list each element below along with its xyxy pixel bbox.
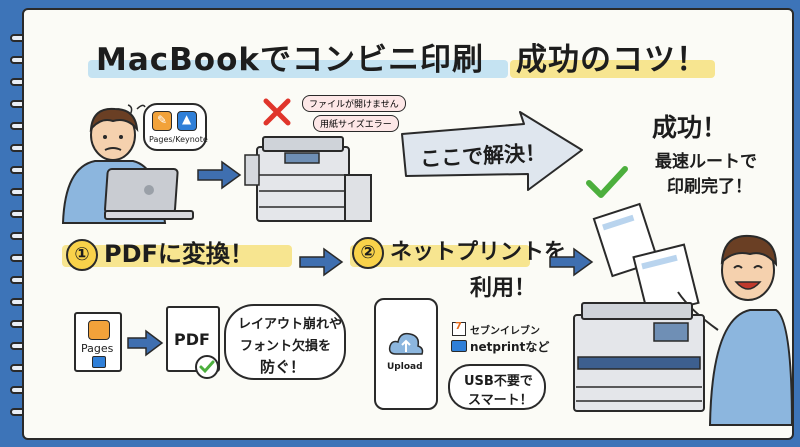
step1-highlight bbox=[62, 245, 292, 267]
pages-app-icon: ✎ bbox=[152, 111, 172, 131]
netprint-benefit-line2: スマート！ bbox=[468, 393, 533, 408]
app-icons-bubble: ✎ ▲ Pages/Keynote bbox=[143, 103, 208, 151]
error-tag-paper: 用紙サイズエラー bbox=[313, 115, 399, 132]
pdf-benefit-bubble: レイアウト崩れや フォント欠損を 防ぐ！ bbox=[224, 304, 346, 380]
success-line-1: 最速ルートで bbox=[655, 152, 757, 172]
office-printer-illustration bbox=[244, 136, 372, 222]
arrow-right-icon bbox=[127, 329, 164, 357]
worried-person-illustration bbox=[61, 104, 194, 224]
big-solution-arrow bbox=[401, 111, 583, 191]
step2-highlight bbox=[350, 245, 530, 267]
netprint-benefit-bubble: USB不要で スマート！ bbox=[448, 364, 546, 410]
pdf-benefit-line2: フォント欠損を bbox=[240, 339, 332, 354]
pdf-label: PDF bbox=[174, 330, 210, 349]
app-names-label: Pages/Keynote bbox=[149, 135, 208, 144]
step1-number-badge: ① bbox=[66, 239, 98, 271]
happy-person-illustration bbox=[592, 202, 794, 426]
pages-document-icon: Pages bbox=[74, 312, 122, 372]
page-title: MacBookでコンビニ印刷 bbox=[96, 42, 484, 78]
service-netprint: netprintなど bbox=[470, 340, 550, 354]
pdf-benefit-line1: レイアウト崩れや bbox=[238, 317, 343, 332]
cloud-upload-icon bbox=[388, 332, 424, 355]
title-highlight-blue bbox=[88, 60, 508, 78]
printer-small-icon bbox=[451, 340, 467, 352]
arrow-right-icon bbox=[549, 247, 594, 277]
error-tag-file: ファイルが開けません bbox=[302, 95, 406, 112]
seven-eleven-icon: 7 bbox=[452, 321, 466, 336]
upload-label: Upload bbox=[387, 362, 423, 372]
smartphone-illustration: Upload bbox=[374, 298, 438, 410]
keynote-app-icon: ▲ bbox=[177, 111, 197, 131]
service-seven-eleven: セブンイレブン bbox=[470, 326, 540, 337]
step2-number-badge: ② bbox=[352, 237, 384, 269]
pdf-benefit-line3: 防ぐ！ bbox=[260, 358, 306, 376]
error-cross-icon bbox=[263, 98, 291, 126]
convenience-store-printer bbox=[573, 302, 705, 412]
arrow-right-icon bbox=[299, 247, 344, 277]
step1-label: PDFに変換！ bbox=[104, 240, 254, 268]
success-line-2: 印刷完了！ bbox=[667, 177, 752, 197]
success-check-icon bbox=[586, 166, 628, 198]
title-highlight-yellow bbox=[510, 60, 715, 78]
arrow-right-icon bbox=[197, 160, 242, 190]
step2-label-line2: 利用！ bbox=[470, 276, 537, 301]
step2-label-line1: ネットプリントを bbox=[390, 240, 567, 265]
success-title: 成功！ bbox=[652, 113, 728, 142]
pdf-check-icon bbox=[195, 355, 219, 379]
pages-label: Pages bbox=[81, 342, 114, 355]
netprint-benefit-line1: USB不要で bbox=[464, 374, 533, 389]
page-title-accent: 成功のコツ！ bbox=[516, 42, 708, 78]
